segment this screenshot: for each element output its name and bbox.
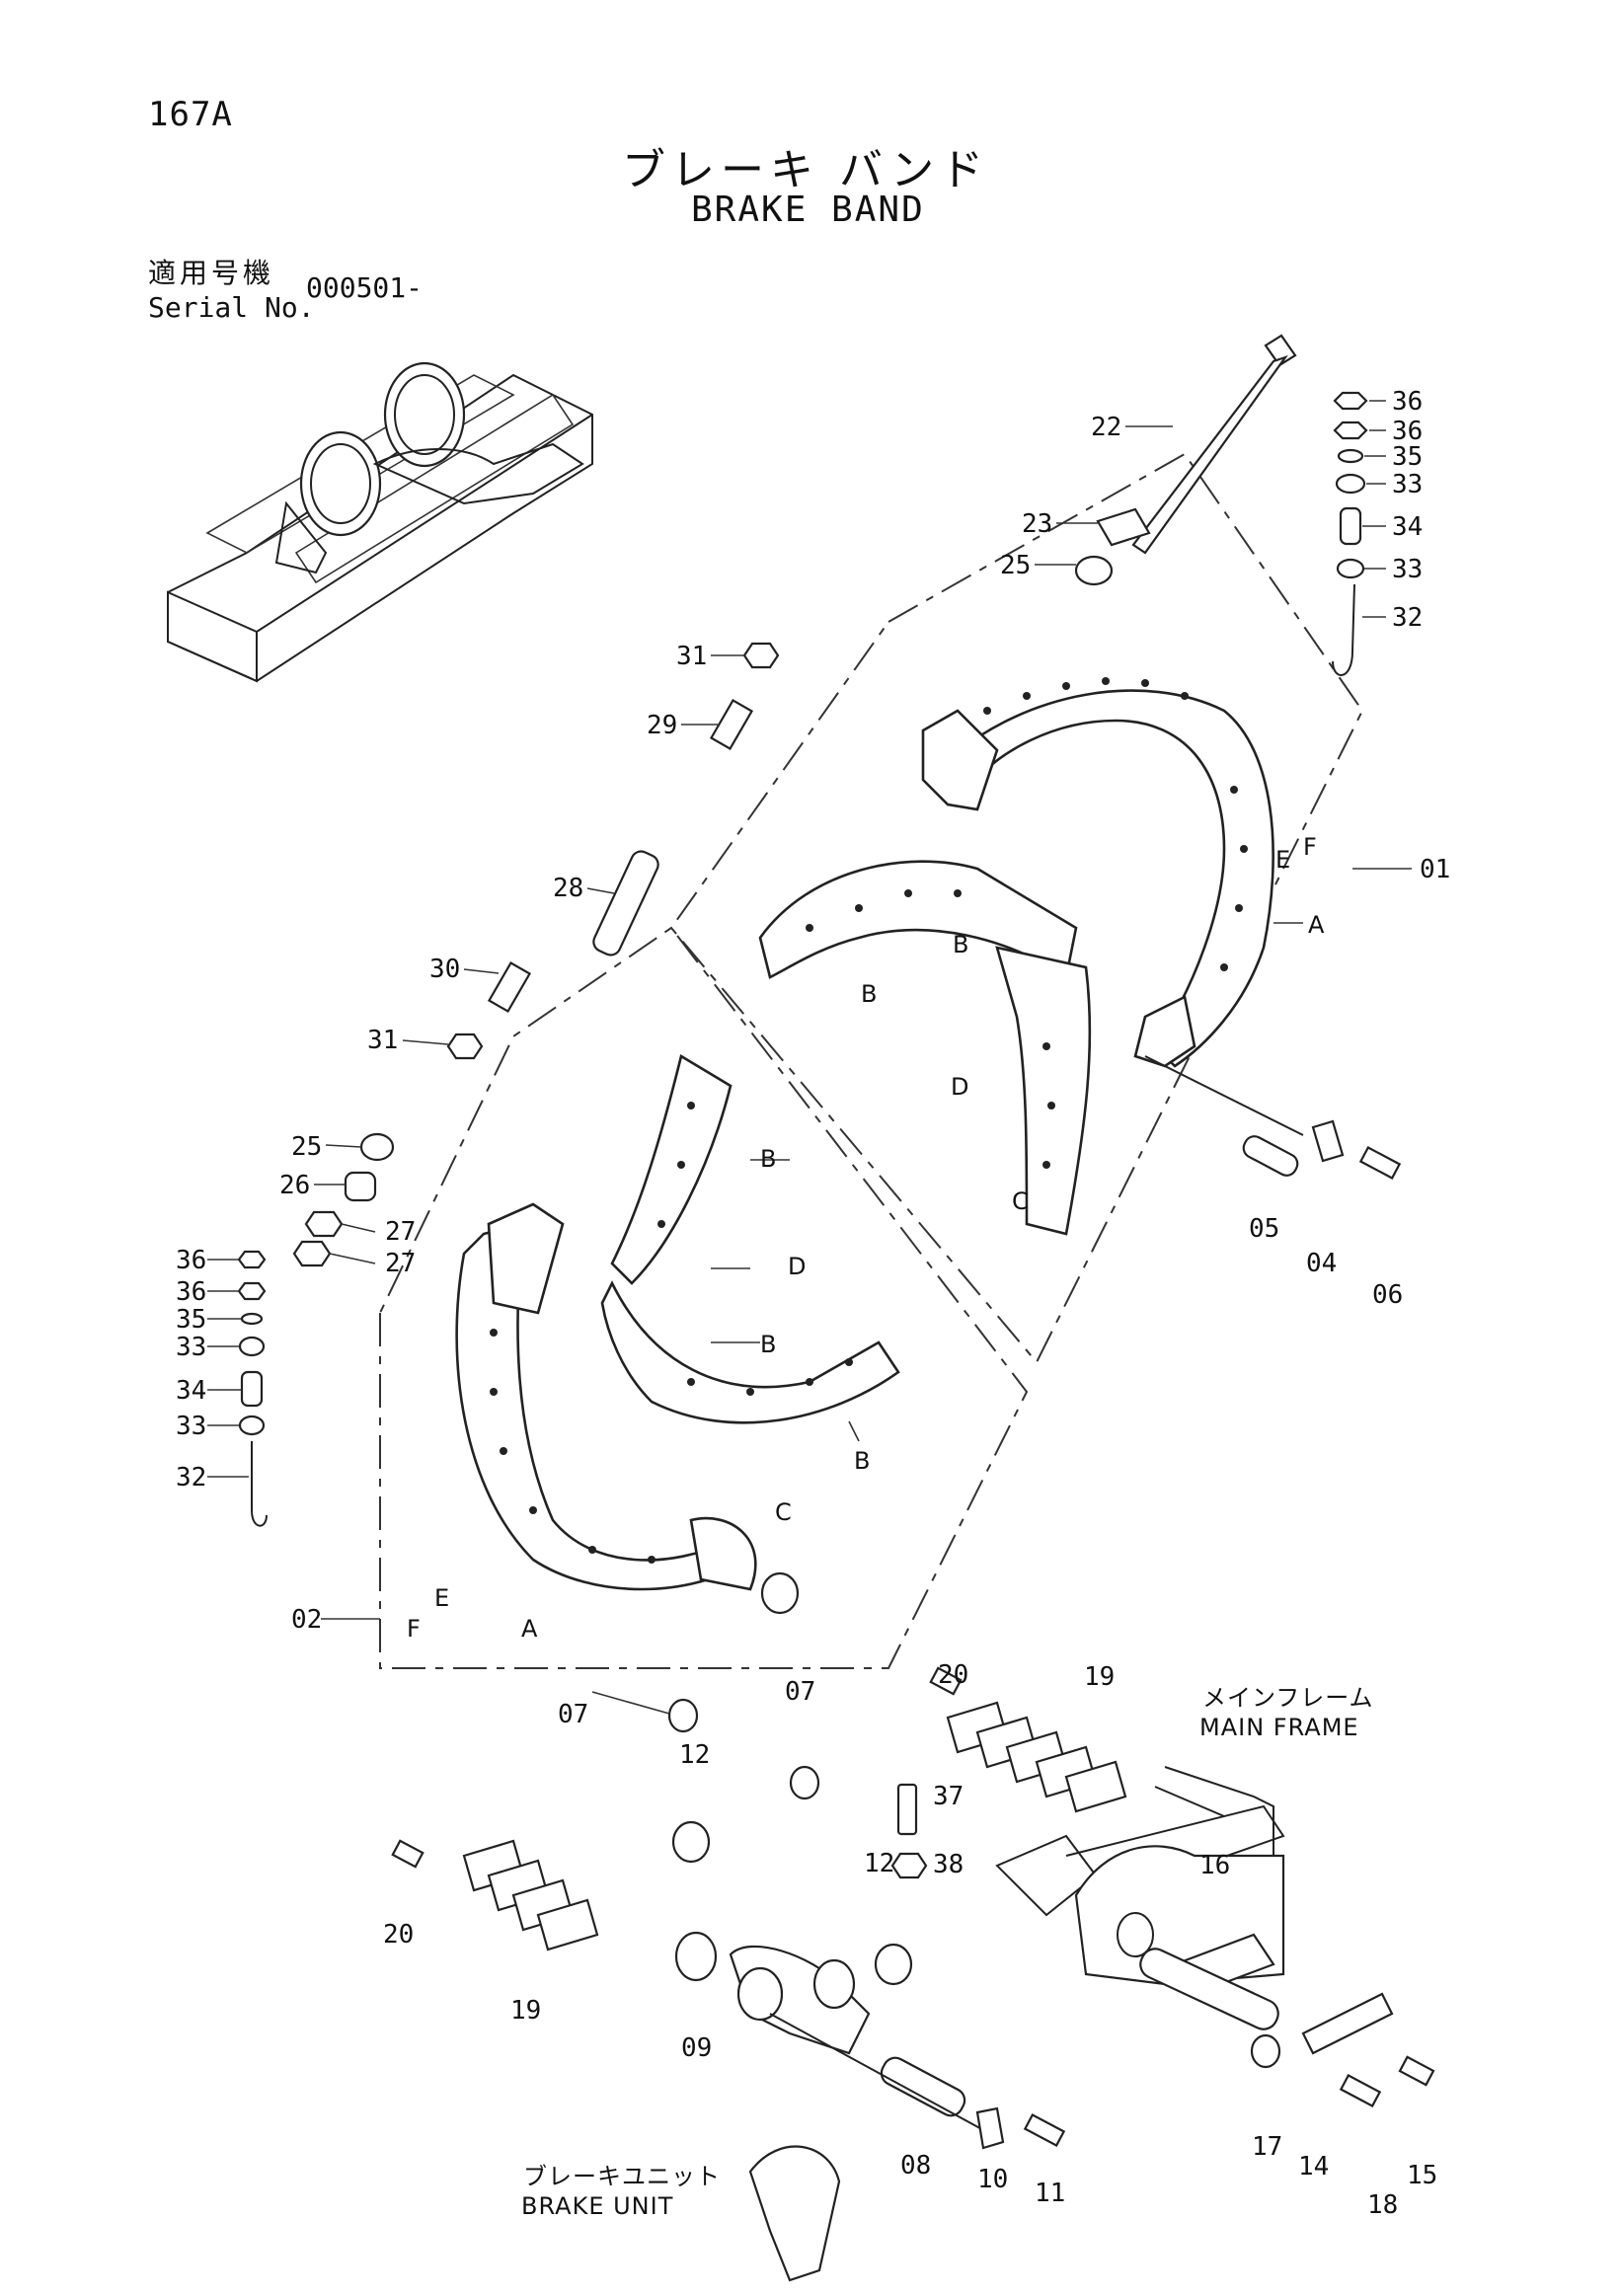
callout-19: 19: [1084, 1662, 1115, 1692]
callout-08: 08: [900, 2151, 931, 2181]
adjusting-bolt-assembly: [1074, 334, 1297, 586]
callout-15: 15: [1407, 2161, 1437, 2190]
callout-34: 34: [176, 1376, 206, 1406]
callout-05: 05: [1249, 1214, 1279, 1244]
callout-11: 11: [1035, 2179, 1065, 2208]
callout-35: 35: [176, 1305, 206, 1335]
callout-33: 33: [1392, 470, 1423, 499]
page-number: 167A: [148, 95, 233, 134]
callout-07: 07: [785, 1677, 815, 1707]
callout-27: 27: [385, 1249, 416, 1278]
callout-32: 32: [176, 1463, 206, 1492]
callout-25: 25: [1000, 551, 1031, 580]
letter-B: B: [953, 931, 969, 958]
callout-31: 31: [676, 642, 707, 671]
callout-01: 01: [1420, 855, 1450, 884]
callout-10: 10: [977, 2165, 1008, 2194]
callout-14: 14: [1298, 2152, 1329, 2181]
callout-34: 34: [1392, 512, 1423, 542]
letter-F: F: [1303, 833, 1318, 861]
callout-22: 22: [1091, 413, 1121, 442]
letter-A: A: [1308, 911, 1325, 939]
callout-32: 32: [1392, 603, 1423, 633]
callout-18: 18: [1367, 2190, 1398, 2220]
main-frame-label-en: MAIN FRAME: [1199, 1714, 1359, 1741]
callout-36: 36: [176, 1277, 206, 1307]
assembly-02-outline: [379, 926, 1029, 1669]
letter-labels: A A B B B B B C C D D E E F F: [407, 833, 1325, 1643]
leader-lines: [207, 400, 1412, 1715]
callout-33: 33: [176, 1333, 206, 1362]
callout-09: 09: [681, 2033, 712, 2063]
callout-33: 33: [176, 1412, 206, 1441]
callout-28: 28: [553, 874, 583, 903]
brake-unit-label-en: BRAKE UNIT: [521, 2192, 673, 2220]
serial-number-value: 000501-: [306, 271, 424, 304]
title-english: BRAKE BAND: [691, 190, 925, 230]
callout-12: 12: [679, 1740, 710, 1770]
letter-A: A: [521, 1615, 538, 1643]
bushings: [667, 1571, 913, 1986]
serial-label-english: Serial No.: [148, 291, 315, 324]
letter-B: B: [854, 1447, 871, 1475]
upper-pin-assembly: [1144, 1055, 1402, 1181]
callout-23: 23: [1022, 509, 1052, 539]
shim-plates-left: [391, 1839, 599, 1952]
callout-27: 27: [385, 1217, 416, 1247]
callout-31: 31: [367, 1026, 398, 1055]
callout-17: 17: [1252, 2132, 1282, 2162]
letter-B: B: [760, 1145, 777, 1173]
callout-29: 29: [647, 711, 677, 740]
callout-36: 36: [1392, 417, 1423, 446]
locator-thumbnail: [167, 361, 593, 683]
callout-25: 25: [291, 1132, 322, 1162]
callout-30: 30: [429, 955, 460, 984]
brake-unit-label-ja: ブレーキユニット: [523, 2163, 721, 2190]
callout-33: 33: [1392, 555, 1423, 584]
letter-E: E: [434, 1584, 450, 1612]
letter-B: B: [760, 1331, 777, 1358]
callout-02: 02: [291, 1605, 322, 1635]
callout-35: 35: [1392, 442, 1423, 472]
callout-20: 20: [383, 1920, 414, 1950]
location-labels: メインフレーム MAIN FRAME ブレーキユニット BRAKE UNIT: [521, 1684, 1374, 2220]
callout-26: 26: [279, 1171, 310, 1200]
letter-C: C: [1012, 1187, 1030, 1215]
callout-38: 38: [933, 1850, 964, 1879]
callout-07: 07: [558, 1700, 588, 1729]
callout-04: 04: [1306, 1249, 1337, 1278]
callout-36: 36: [176, 1246, 206, 1275]
callout-20: 20: [938, 1660, 968, 1690]
callout-06: 06: [1372, 1280, 1403, 1310]
letter-F: F: [407, 1615, 422, 1643]
letter-D: D: [951, 1073, 969, 1101]
letter-C: C: [775, 1498, 793, 1526]
callout-16: 16: [1199, 1851, 1230, 1880]
callout-labels: 36 36 35 33 34 33 32 22 23 25 31 29 28 3…: [176, 387, 1450, 2220]
spring-and-bolts: [446, 642, 780, 1060]
lower-brake-band: [455, 1053, 900, 1591]
lower-nut-stack: [237, 1132, 395, 1527]
main-frame: [995, 1766, 1435, 2108]
letter-E: E: [1275, 846, 1291, 874]
main-frame-label-ja: メインフレーム: [1202, 1684, 1374, 1712]
title-japanese: ブレーキ バンド: [622, 145, 990, 195]
letter-B: B: [861, 980, 878, 1008]
callout-36: 36: [1392, 387, 1423, 417]
callout-37: 37: [933, 1782, 964, 1811]
serial-label-japanese: 適用号機: [148, 257, 275, 289]
upper-nut-stack: [1332, 391, 1368, 676]
shim-plates-right: [890, 1666, 1127, 1879]
brake-unit-assembly: [674, 1931, 1066, 2282]
letter-D: D: [788, 1253, 807, 1280]
callout-12: 12: [864, 1849, 894, 1878]
callout-19: 19: [510, 1996, 541, 2026]
upper-brake-band: [758, 677, 1274, 1236]
